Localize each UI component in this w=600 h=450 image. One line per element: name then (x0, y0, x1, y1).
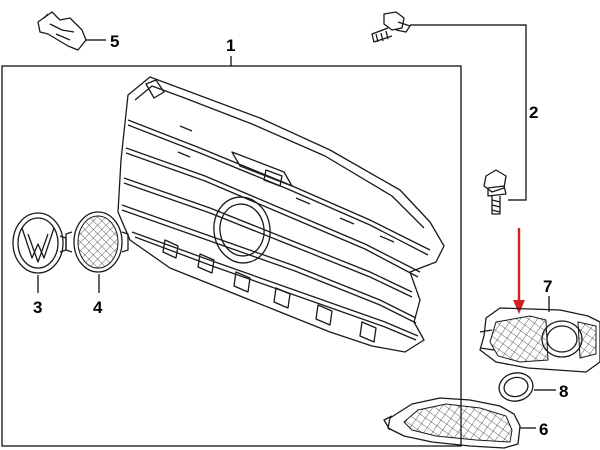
grille-frame-box (1, 65, 462, 447)
fog-lamp-grille-icon[interactable] (479, 307, 600, 373)
bolt-upper-icon[interactable] (371, 11, 411, 43)
mounting-bracket-icon[interactable] (37, 11, 87, 51)
callout-2: 2 (529, 103, 538, 122)
leader-2 (410, 24, 527, 201)
callout-7: 7 (543, 277, 552, 296)
callout-5: 5 (110, 32, 119, 51)
callout-1: 1 (226, 36, 235, 55)
fog-lamp-grille-lower-icon[interactable] (383, 397, 521, 449)
callout-8: 8 (559, 382, 568, 401)
highlight-arrow-icon (513, 228, 525, 314)
trim-ring-icon[interactable] (496, 370, 535, 404)
vw-emblem-icon[interactable] (12, 212, 67, 274)
callout-4: 4 (93, 298, 103, 317)
grille-assembly-icon[interactable] (117, 76, 445, 353)
emblem-mesh-insert-icon[interactable] (65, 211, 129, 273)
callout-3: 3 (33, 298, 42, 317)
bolt-lower-icon[interactable] (483, 169, 507, 215)
callout-6: 6 (539, 420, 548, 439)
